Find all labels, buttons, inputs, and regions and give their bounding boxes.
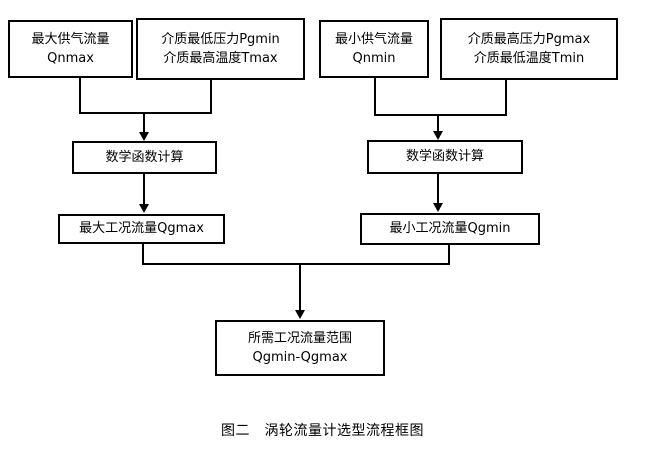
node-math-function-left-label: 数学函数计算 bbox=[105, 149, 184, 165]
node-required-flow-range: 所需工况流量范围 Qgmin-Qgmax bbox=[215, 320, 385, 376]
node-max-supply-flow-line2: Qnmax bbox=[47, 51, 94, 66]
arrowhead-math-left-to-max-working bbox=[139, 204, 149, 213]
connector-max-supply-flow-drop bbox=[79, 78, 81, 114]
figure-caption: 图二 涡轮流量计选型流程框图 bbox=[221, 423, 424, 439]
node-min-supply-flow-line2: Qnmin bbox=[352, 51, 396, 66]
node-required-flow-range-line2: Qgmin-Qgmax bbox=[252, 350, 348, 365]
node-math-function-left: 数学函数计算 bbox=[72, 141, 217, 174]
connector-left-merge-to-math-stem bbox=[143, 112, 145, 133]
connector-medium-max-pressure-drop bbox=[505, 80, 507, 116]
node-min-working-flow-label: 最小工况流量Qgmin bbox=[389, 221, 511, 237]
connector-right-merge-bar bbox=[374, 114, 507, 116]
connector-bottom-merge-bar bbox=[142, 263, 450, 265]
node-min-working-flow: 最小工况流量Qgmin bbox=[360, 213, 540, 245]
arrowhead-bottom-merge-to-result bbox=[295, 310, 305, 319]
connector-min-working-flow-drop bbox=[448, 245, 450, 264]
node-medium-max-pressure-min-temp-line2: 介质最低温度Tmin bbox=[473, 51, 585, 66]
node-math-function-right: 数学函数计算 bbox=[367, 140, 523, 174]
connector-max-working-flow-drop bbox=[142, 244, 144, 264]
arrowhead-math-right-to-min-working bbox=[433, 203, 443, 212]
node-min-supply-flow-line1: 最小供气流量 bbox=[334, 31, 413, 47]
node-medium-max-pressure-min-temp: 介质最高压力Pgmax 介质最低温度Tmin bbox=[440, 18, 618, 80]
node-max-working-flow-label: 最大工况流量Qgmax bbox=[79, 221, 204, 237]
connector-min-supply-flow-drop bbox=[374, 78, 376, 116]
node-required-flow-range-line1: 所需工况流量范围 bbox=[247, 330, 352, 346]
node-medium-min-pressure-max-temp-line1: 介质最低压力Pgmin bbox=[161, 31, 280, 47]
connector-bottom-merge-to-result-stem bbox=[299, 263, 301, 311]
node-min-supply-flow: 最小供气流量 Qnmin bbox=[319, 20, 429, 78]
connector-left-merge-bar bbox=[79, 112, 212, 114]
node-medium-min-pressure-max-temp-line2: 介质最高温度Tmax bbox=[163, 51, 278, 66]
arrowhead-left-merge-to-math bbox=[139, 132, 149, 141]
connector-math-right-to-min-working-stem bbox=[437, 174, 439, 204]
arrowhead-right-merge-to-math bbox=[433, 131, 443, 140]
node-math-function-right-label: 数学函数计算 bbox=[405, 149, 484, 165]
node-medium-max-pressure-min-temp-line1: 介质最高压力Pgmax bbox=[467, 31, 591, 47]
node-max-supply-flow-line1: 最大供气流量 bbox=[31, 31, 110, 47]
connector-medium-min-pressure-drop bbox=[210, 80, 212, 114]
connector-math-left-to-max-working-stem bbox=[143, 174, 145, 205]
node-max-supply-flow: 最大供气流量 Qnmax bbox=[8, 20, 133, 78]
node-max-working-flow: 最大工况流量Qgmax bbox=[58, 214, 225, 244]
node-medium-min-pressure-max-temp: 介质最低压力Pgmin 介质最高温度Tmax bbox=[136, 18, 305, 80]
connector-right-merge-to-math-stem bbox=[437, 114, 439, 132]
